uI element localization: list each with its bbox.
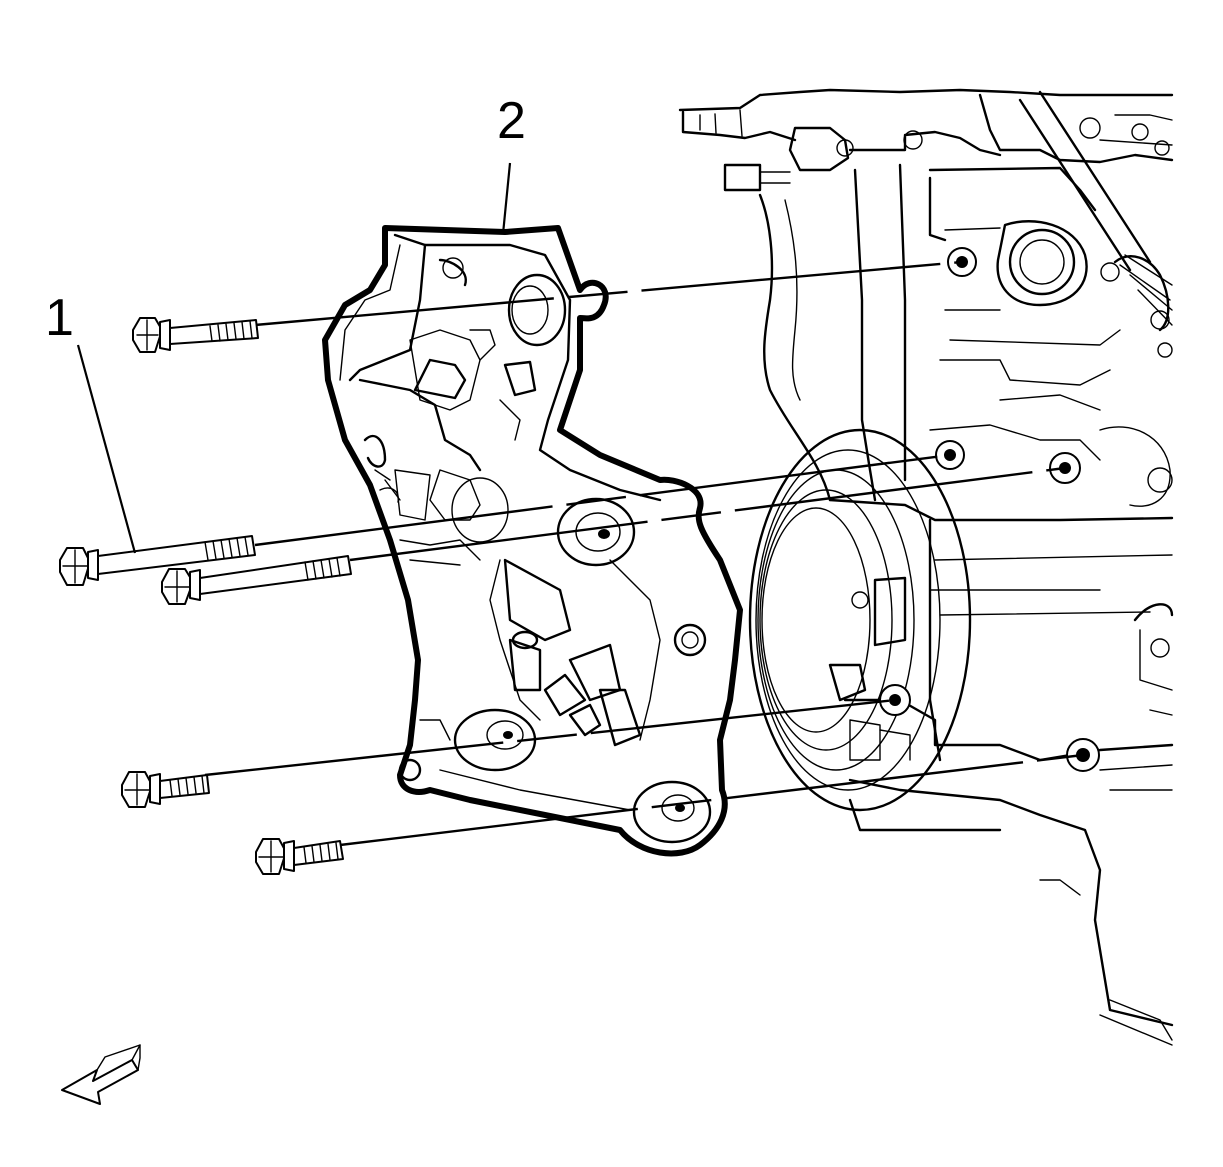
generator-bracket: [322, 225, 743, 857]
callout-label-bolt: 1: [45, 289, 74, 347]
alignment-lines: [204, 260, 1084, 847]
front-view-arrow-icon: [61, 1044, 141, 1105]
bolt-mid-long: [59, 535, 256, 586]
bolt-lower-left: [121, 771, 210, 808]
callout-1: 1: [45, 289, 137, 554]
leader-line-bracket: [501, 162, 512, 235]
bolt-upper: [132, 317, 259, 353]
leader-line-bolt: [76, 344, 137, 554]
callout-label-bracket: 2: [497, 92, 526, 150]
bolt-mid-short: [161, 555, 352, 605]
bolt-lower-right: [255, 838, 344, 875]
callout-2: 2: [497, 92, 526, 235]
engine-block: [678, 88, 1174, 1046]
